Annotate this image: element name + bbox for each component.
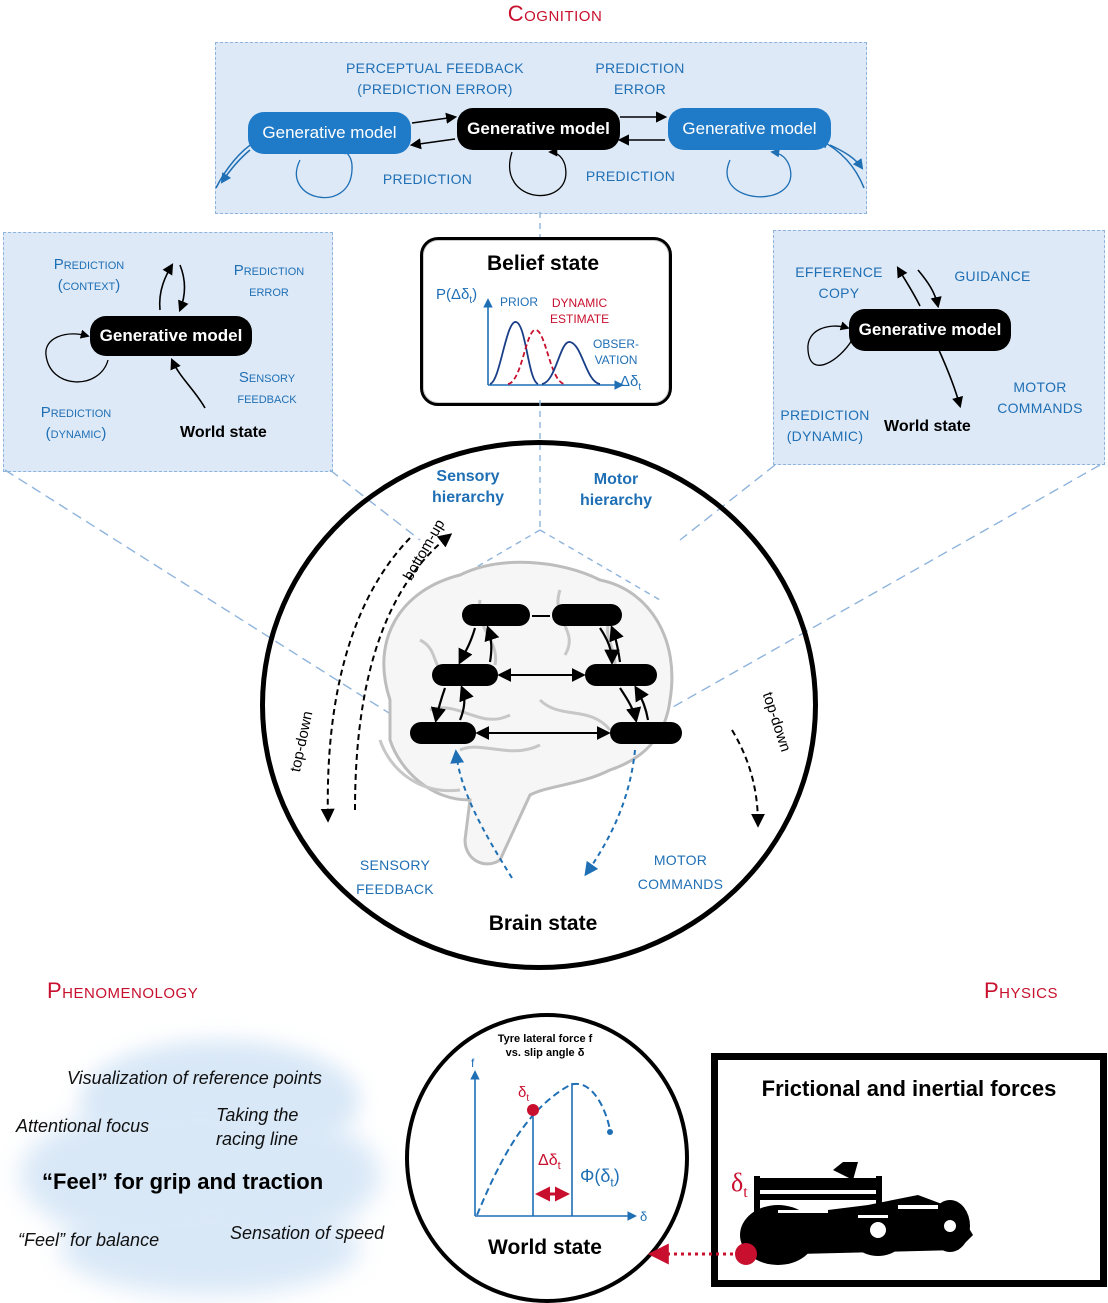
brain-motor-commands-label: MOTOR COMMANDS <box>637 852 724 892</box>
left-prediction-dynamic-label: Prediction (dynamic) <box>40 404 112 442</box>
left-sensory-feedback-label: Sensory feedback <box>237 369 297 407</box>
observation-label: OBSER- VATION <box>593 337 640 367</box>
belief-state-title: Belief state <box>486 252 600 275</box>
tyre-delta-label: Δδt <box>538 1152 561 1173</box>
belief-y-axis-label: P(Δδt) <box>436 286 478 306</box>
right-motor-commands-label: MOTOR COMMANDS <box>997 379 1083 416</box>
left-prediction-error-label: Prediction error <box>233 262 305 300</box>
physics-title: Physics <box>984 978 1059 1003</box>
feel-grip-item: “Feel” for grip and traction <box>42 1169 324 1194</box>
brain-state-title: Brain state <box>488 912 598 935</box>
right-prediction-dynamic-label: PREDICTION (DYNAMIC) <box>780 407 870 444</box>
left-generative-model: Generative model <box>90 316 252 356</box>
brain-sensory-feedback-label: SENSORY FEEDBACK <box>356 857 434 897</box>
feel-balance-item: “Feel” for balance <box>18 1230 160 1250</box>
motor-hierarchy-label: Motor hierarchy <box>579 471 653 509</box>
racing-line-item: Taking the racing line <box>216 1105 299 1149</box>
world-state-title: World state <box>488 1236 602 1259</box>
left-world-state: World state <box>180 424 267 441</box>
generative-model-center: Generative model <box>457 108 620 150</box>
prediction-context-label: Prediction (context) <box>53 256 125 294</box>
brain-illustration <box>320 533 765 879</box>
car-to-world-arrow <box>647 1243 740 1265</box>
prediction-top-left-label: PREDICTION <box>382 171 473 187</box>
sensory-hierarchy-label: Sensory hierarchy <box>431 468 505 506</box>
brain-state-circle <box>260 440 818 970</box>
dynamic-estimate-label: DYNAMIC ESTIMATE <box>550 296 610 326</box>
prediction-top-right-label: PREDICTION <box>585 168 676 184</box>
efference-copy-label: EFFERENCE COPY <box>795 264 883 301</box>
tyre-chart <box>470 1070 637 1221</box>
tyre-phi-label: Φ(δt) <box>580 1166 620 1190</box>
right-world-state: World state <box>884 418 971 435</box>
tyre-chart-title: Tyre lateral force f vs. slip angle δ <box>497 1033 593 1059</box>
tyre-point-label: δt <box>518 1084 530 1104</box>
belief-state-plot <box>483 298 624 390</box>
phenomenology-cloud <box>0 1030 400 1300</box>
left-panel-arrows <box>45 263 206 409</box>
tyre-y-label: f <box>471 1056 475 1070</box>
generative-model-left: Generative model <box>248 112 411 154</box>
perceptual-feedback-label: PERCEPTUAL FEEDBACK (PREDICTION ERROR) <box>346 60 524 97</box>
belief-x-axis-label: Δδt <box>620 373 642 393</box>
belief-state-box <box>420 237 672 406</box>
right-generative-model: Generative model <box>849 309 1011 351</box>
visualization-item: Visualization of reference points <box>67 1068 322 1088</box>
attentional-focus-item: Attentional focus <box>16 1116 150 1136</box>
top-panel-arrows <box>215 111 865 238</box>
generative-model-right: Generative model <box>668 108 831 150</box>
forces-title: Frictional and inertial forces <box>761 1076 1057 1101</box>
speed-item: Sensation of speed <box>230 1223 385 1243</box>
cognition-title: Cognition <box>507 1 603 26</box>
phenomenology-title: Phenomenology <box>47 978 199 1003</box>
forces-delta-label: δt <box>731 1168 748 1202</box>
race-car-illustration <box>735 1162 973 1265</box>
prior-label: PRIOR <box>500 295 539 309</box>
right-panel-arrows <box>807 266 963 409</box>
prediction-error-top-label: PREDICTION ERROR <box>595 60 685 97</box>
tyre-x-label: δ <box>640 1209 648 1224</box>
guidance-label: GUIDANCE <box>954 268 1031 284</box>
